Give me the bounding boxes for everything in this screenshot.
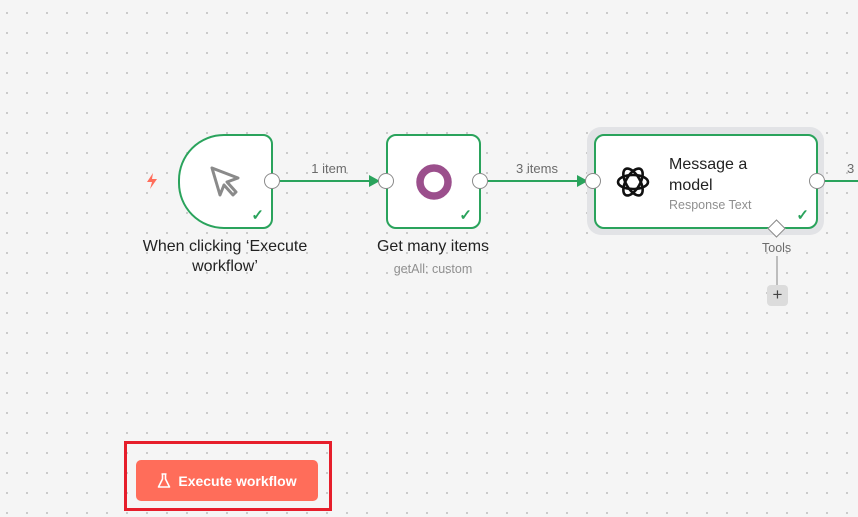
node-title: Get many items xyxy=(376,238,490,255)
input-handle[interactable] xyxy=(585,173,601,189)
output-handle[interactable] xyxy=(472,173,488,189)
success-check-icon: ✓ xyxy=(796,207,809,224)
success-check-icon: ✓ xyxy=(251,207,264,224)
openai-icon xyxy=(616,167,650,197)
arrow-head-icon xyxy=(369,175,380,187)
trigger-bolt-icon xyxy=(147,173,157,189)
connection-edge[interactable] xyxy=(280,180,372,182)
node-message-a-model[interactable]: Message a model Response Text ✓ xyxy=(594,134,818,229)
execute-workflow-button[interactable]: Execute workflow xyxy=(136,460,318,501)
edge-label: 1 item xyxy=(311,161,347,176)
output-handle[interactable] xyxy=(809,173,825,189)
node-title: Message a model xyxy=(669,156,748,194)
tools-label: Tools xyxy=(762,241,792,255)
node-manual-trigger[interactable]: ✓ xyxy=(178,134,273,229)
input-handle[interactable] xyxy=(378,173,394,189)
highlight-box xyxy=(124,441,332,511)
cursor-icon xyxy=(210,166,240,197)
execute-workflow-label: Execute workflow xyxy=(178,472,297,489)
flask-icon xyxy=(158,472,171,488)
node-get-many-items[interactable]: ✓ xyxy=(386,134,481,229)
add-tool-button[interactable]: + xyxy=(767,285,788,306)
connection-edge[interactable] xyxy=(825,180,858,182)
circle-icon xyxy=(416,164,452,200)
edge-label: 3 xyxy=(847,161,855,176)
arrow-head-icon xyxy=(577,175,588,187)
node-subtitle: getAll: custom xyxy=(393,262,473,276)
connection-edge[interactable] xyxy=(488,180,580,182)
output-handle[interactable] xyxy=(264,173,280,189)
success-check-icon: ✓ xyxy=(459,207,472,224)
node-subtitle: Response Text xyxy=(669,198,752,212)
tools-connector-line xyxy=(776,256,778,286)
node-title: When clicking ‘Execute workflow’ xyxy=(142,238,308,275)
edge-label: 3 items xyxy=(516,161,558,176)
